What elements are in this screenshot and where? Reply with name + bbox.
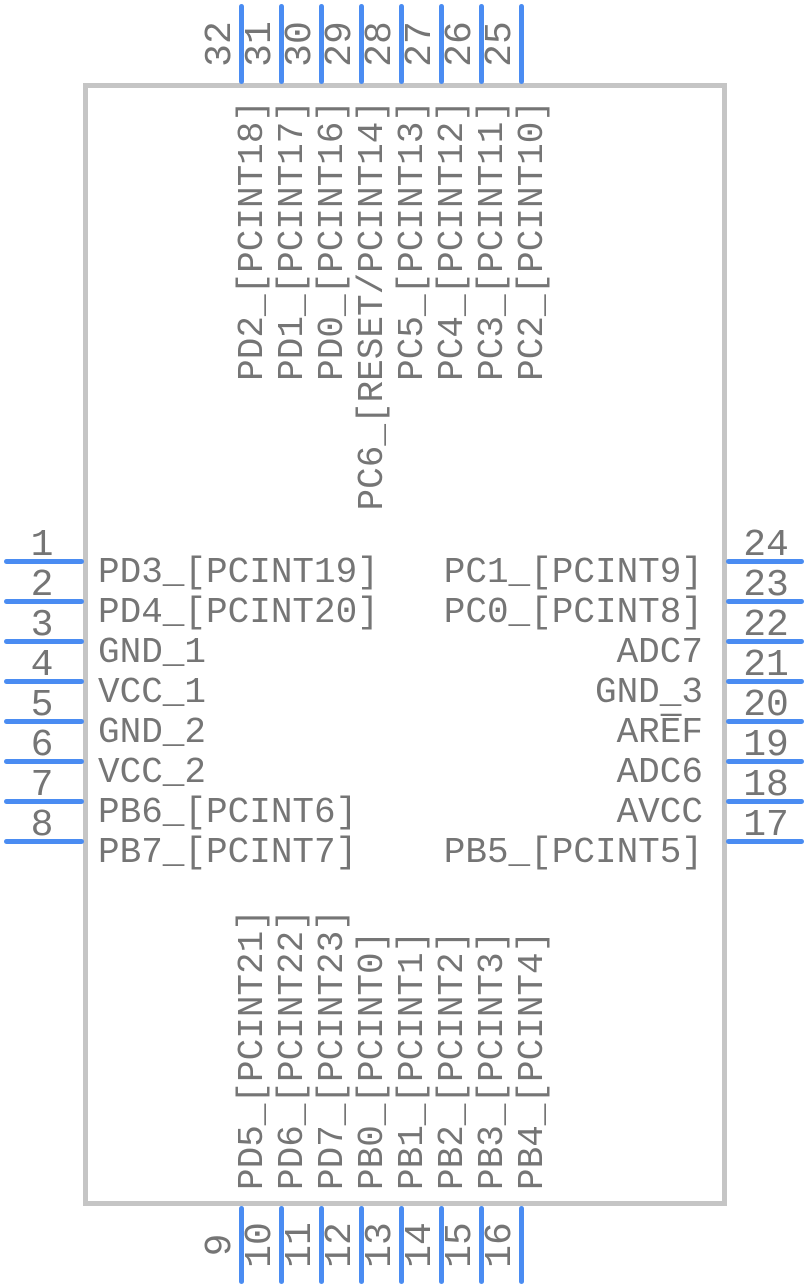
pin-label: PB4_[PCINT4] xyxy=(512,930,553,1190)
pin-number: 30 xyxy=(279,21,322,67)
pin-line xyxy=(479,1206,484,1284)
pin-number: 3 xyxy=(30,604,54,647)
pin-line xyxy=(519,1206,524,1284)
pin-label: ARE̅F xyxy=(616,712,703,753)
pin-label: PC0_[PCINT8] xyxy=(443,592,703,633)
pin-line xyxy=(279,1206,284,1284)
pin-line xyxy=(359,4,364,84)
pin-line xyxy=(319,1206,324,1284)
pin-line xyxy=(239,1206,244,1284)
pin-line xyxy=(4,679,84,684)
pin-line xyxy=(279,4,284,84)
pin-line xyxy=(359,1206,364,1284)
pin-number: 6 xyxy=(30,724,54,767)
pin-number: 12 xyxy=(319,1222,362,1268)
pin-label: PD1_[PCINT17] xyxy=(272,100,313,381)
pin-label: PC1_[PCINT9] xyxy=(443,552,703,593)
pin-line xyxy=(399,4,404,84)
pin-label: PB1_[PCINT1] xyxy=(392,930,433,1190)
pin-line xyxy=(4,559,84,564)
pin-line xyxy=(4,719,84,724)
pin-line xyxy=(239,4,244,84)
pin-label: AVCC xyxy=(616,792,703,833)
pin-number: 2 xyxy=(30,564,54,607)
pin-number: 31 xyxy=(239,21,282,67)
pin-number: 8 xyxy=(30,804,54,847)
pin-number: 10 xyxy=(239,1222,282,1268)
pin-number: 17 xyxy=(743,804,789,847)
pin-label: GND_1 xyxy=(98,632,207,673)
pin-number: 23 xyxy=(743,564,789,607)
pin-number: 26 xyxy=(439,21,482,67)
pin-number: 24 xyxy=(743,524,789,567)
pin-number: 11 xyxy=(279,1222,322,1268)
pin-number: 16 xyxy=(479,1222,522,1268)
pin-number: 13 xyxy=(359,1222,402,1268)
pin-label: PB3_[PCINT3] xyxy=(472,930,513,1190)
pin-label: PD6_[PCINT22] xyxy=(272,909,313,1190)
pin-number: 32 xyxy=(199,21,242,67)
pin-number: 7 xyxy=(30,764,54,807)
pin-number: 1 xyxy=(30,524,54,567)
pin-label: VCC_2 xyxy=(98,752,207,793)
pin-line xyxy=(726,759,804,764)
pin-line xyxy=(726,719,804,724)
pin-number: 4 xyxy=(30,644,54,687)
pin-label: PD2_[PCINT18] xyxy=(232,100,273,381)
pin-line xyxy=(726,799,804,804)
pin-line xyxy=(726,599,804,604)
pin-line xyxy=(479,4,484,84)
pin-line xyxy=(726,839,804,844)
pin-number: 27 xyxy=(399,21,442,67)
pin-label: PB2_[PCINT2] xyxy=(432,930,473,1190)
pin-label: PB5_[PCINT5] xyxy=(443,832,703,873)
pin-label: VCC_1 xyxy=(98,672,207,713)
pin-line xyxy=(4,839,84,844)
pin-number: 25 xyxy=(479,21,522,67)
pin-line xyxy=(439,4,444,84)
pin-line xyxy=(319,4,324,84)
pin-label: GND_2 xyxy=(98,712,207,753)
pin-line xyxy=(439,1206,444,1284)
pin-label: PD4_[PCINT20] xyxy=(98,592,379,633)
pin-line xyxy=(4,599,84,604)
pin-label: PB7_[PCINT7] xyxy=(98,832,358,873)
pin-label: PC3_[PCINT11] xyxy=(472,100,513,381)
pin-line xyxy=(4,759,84,764)
pin-line xyxy=(4,799,84,804)
pin-line xyxy=(726,559,804,564)
pin-label: PC6_[RESET/PCINT14] xyxy=(352,100,393,511)
pin-label: PD0_[PCINT16] xyxy=(312,100,353,381)
pin-number: 29 xyxy=(319,21,362,67)
pin-label: PB6_[PCINT6] xyxy=(98,792,358,833)
pin-label: PB0_[PCINT0] xyxy=(352,930,393,1190)
pin-label: PC2_[PCINT10] xyxy=(512,100,553,381)
pin-label: PD3_[PCINT19] xyxy=(98,552,379,593)
pin-label: ADC6 xyxy=(616,752,703,793)
pin-label: PC5_[PCINT13] xyxy=(392,100,433,381)
pin-line xyxy=(519,4,524,84)
pin-number: 5 xyxy=(30,684,54,727)
pin-number: 9 xyxy=(199,1233,242,1257)
pin-number: 22 xyxy=(743,604,789,647)
pin-line xyxy=(726,679,804,684)
pin-line xyxy=(726,639,804,644)
pin-label: PD7_[PCINT23] xyxy=(312,909,353,1190)
pin-label: ADC7 xyxy=(616,632,703,673)
component-body xyxy=(83,83,727,1206)
pin-label: PD5_[PCINT21] xyxy=(232,909,273,1190)
pin-line xyxy=(399,1206,404,1284)
pin-number: 18 xyxy=(743,764,789,807)
pin-label: GND_3 xyxy=(594,672,703,713)
pin-number: 14 xyxy=(399,1222,442,1268)
pin-number: 19 xyxy=(743,724,789,767)
pin-number: 28 xyxy=(359,21,402,67)
pin-number: 15 xyxy=(439,1222,482,1268)
pin-number: 21 xyxy=(743,644,789,687)
pin-number: 20 xyxy=(743,684,789,727)
pin-line xyxy=(4,639,84,644)
pin-label: PC4_[PCINT12] xyxy=(432,100,473,381)
